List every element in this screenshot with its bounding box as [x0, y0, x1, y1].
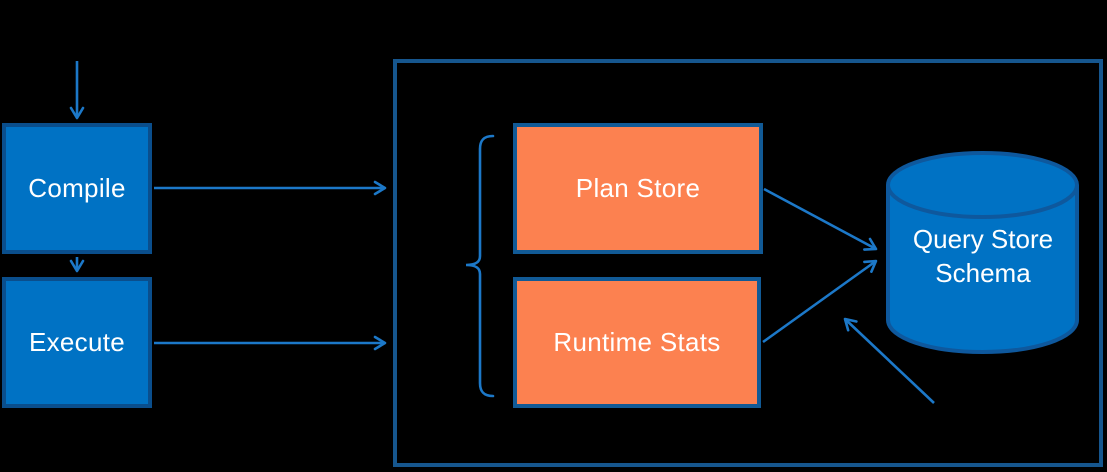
- compile-node: Compile: [2, 123, 152, 254]
- plan-store-node: Plan Store: [513, 123, 763, 254]
- arrow-bottom-to-schema: [843, 317, 935, 404]
- query-store-db-cylinder-icon: [886, 151, 1079, 354]
- runtime-stats-node-label: Runtime Stats: [553, 327, 721, 357]
- compile-node-label: Compile: [28, 173, 126, 203]
- execute-node: Execute: [2, 277, 152, 408]
- arrow-plan-store-to-schema: [763, 187, 878, 251]
- arrow-runtime-stats-to-schema: [762, 259, 878, 344]
- group-brace: [465, 134, 495, 398]
- query-store-container-box: [393, 59, 1103, 467]
- execute-node-label: Execute: [28, 327, 126, 357]
- plan-store-node-label: Plan Store: [575, 173, 701, 203]
- runtime-stats-node: Runtime Stats: [513, 277, 761, 408]
- query-store-schema-label: Query Store Schema: [912, 224, 1054, 288]
